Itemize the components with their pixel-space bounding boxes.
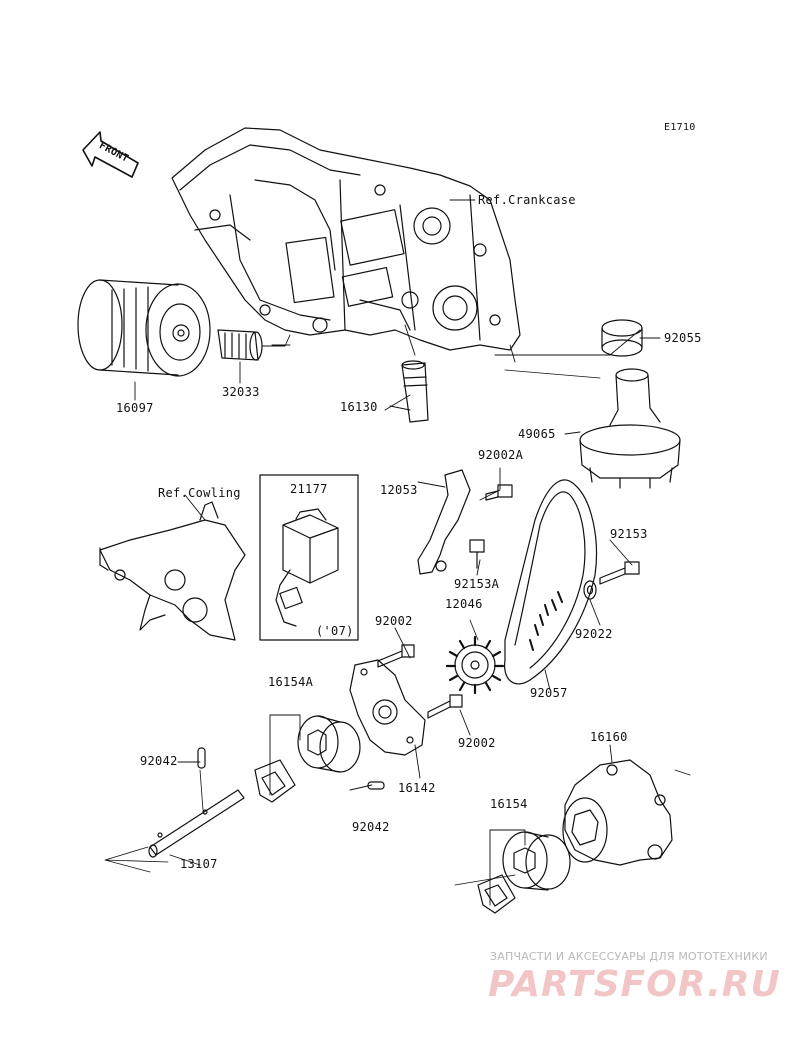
leader-lines <box>104 199 691 906</box>
chain-guide-drawing <box>417 469 471 575</box>
nipple-drawing <box>217 329 291 361</box>
part-92057[interactable]: 92057 <box>530 686 568 700</box>
ref-crankcase-label: Ref.Crankcase <box>478 193 576 207</box>
part-92002-upper[interactable]: 92002 <box>375 614 413 628</box>
part-49065[interactable]: 49065 <box>518 427 556 441</box>
part-92153[interactable]: 92153 <box>610 527 648 541</box>
part-92153A[interactable]: 92153A <box>454 577 500 591</box>
washer-92022-drawing <box>583 580 597 600</box>
watermark-logo: PARTSFOR.RU <box>488 964 781 1005</box>
oil-filter-drawing <box>77 279 211 377</box>
part-16142[interactable]: 16142 <box>398 781 436 795</box>
bolt-92002A-drawing <box>485 484 513 501</box>
part-92055[interactable]: 92055 <box>664 331 702 345</box>
cowling-bracket-drawing <box>99 501 246 641</box>
outer-rotor-16154A-drawing <box>297 715 361 773</box>
pump-shaft-drawing <box>148 769 245 858</box>
part-16097[interactable]: 16097 <box>116 401 154 415</box>
part-92002A[interactable]: 92002A <box>478 448 524 462</box>
part-92042-lower[interactable]: 92042 <box>352 820 390 834</box>
diagram-code: E1710 <box>664 122 696 133</box>
part-21177[interactable]: 21177 <box>290 482 328 496</box>
sensor-box-frame <box>259 474 359 641</box>
year-note: ('07) <box>316 624 354 638</box>
inner-rotor-16154-drawing <box>477 874 516 914</box>
drive-chain-drawing <box>503 479 598 685</box>
part-16160[interactable]: 16160 <box>590 730 628 744</box>
crankcase-outline <box>171 127 521 351</box>
part-92022[interactable]: 92022 <box>575 627 613 641</box>
outer-rotor-16154-drawing <box>502 831 571 891</box>
part-16154[interactable]: 16154 <box>490 797 528 811</box>
front-arrow-icon <box>82 131 139 178</box>
part-32033[interactable]: 32033 <box>222 385 260 399</box>
watermark-tagline: ЗАПЧАСТИ И АКСЕССУАРЫ ДЛЯ МОТОТЕХНИКИ <box>490 950 768 963</box>
part-12046[interactable]: 12046 <box>445 597 483 611</box>
bolt-92153A-drawing <box>469 539 485 569</box>
sprocket-drawing <box>445 619 505 695</box>
part-16130[interactable]: 16130 <box>340 400 378 414</box>
oil-pipe-drawing <box>401 324 429 423</box>
part-16154A[interactable]: 16154A <box>268 675 314 689</box>
bolt-92002-upper-drawing <box>377 644 415 668</box>
inner-rotor-16154A-drawing <box>254 759 296 803</box>
part-13107[interactable]: 13107 <box>180 857 218 871</box>
oil-pressure-sensor-drawing <box>275 508 339 627</box>
oil-strainer-drawing <box>504 319 681 489</box>
part-92042-upper[interactable]: 92042 <box>140 754 178 768</box>
part-92002-lower[interactable]: 92002 <box>458 736 496 750</box>
pin-92042-top-drawing <box>197 747 206 769</box>
pump-cover-drawing <box>349 659 426 779</box>
pump-body-drawing <box>562 744 673 866</box>
bolt-92002-lower-drawing <box>427 694 463 719</box>
part-12053[interactable]: 12053 <box>380 483 418 497</box>
bolt-92153-drawing <box>599 561 640 585</box>
ref-cowling-label: Ref.Cowling <box>158 486 241 500</box>
